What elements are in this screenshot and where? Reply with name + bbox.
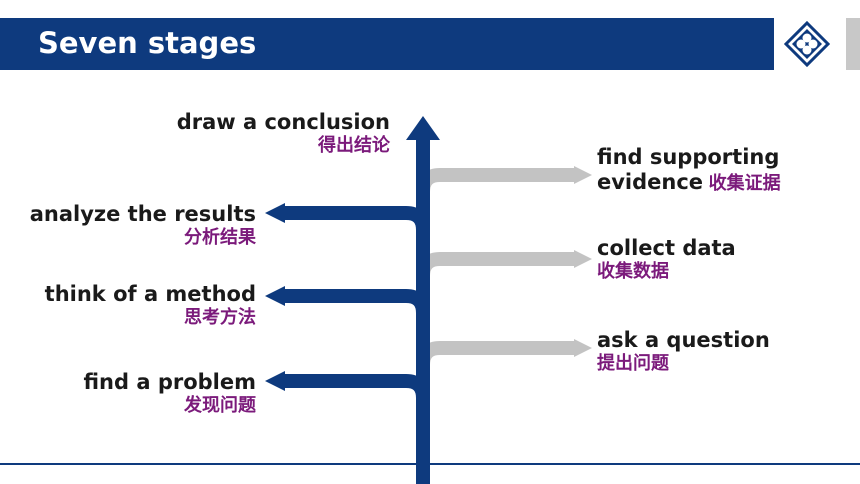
stage-analyze-zh: 分析结果 xyxy=(184,227,256,249)
stage-collect: collect data 收集数据 xyxy=(597,236,736,283)
stage-conclusion: draw a conclusion 得出结论 xyxy=(177,110,390,157)
main-trunk-arrow xyxy=(406,116,440,484)
stage-supporting-zh: 收集证据 xyxy=(708,173,781,195)
page-title: Seven stages xyxy=(38,26,257,60)
stage-supporting-en2: evidence xyxy=(597,170,704,195)
stage-collect-en: collect data xyxy=(597,236,736,260)
stage-method-zh: 思考方法 xyxy=(184,307,256,329)
stage-question: ask a question 提出问题 xyxy=(597,328,770,375)
bottom-rule xyxy=(0,463,860,465)
stage-problem-en: find a problem xyxy=(83,370,256,394)
header-side-tab xyxy=(846,18,860,70)
stage-conclusion-zh: 得出结论 xyxy=(318,135,390,157)
stage-problem: find a problem 发现问题 xyxy=(83,370,256,417)
stage-method-en: think of a method xyxy=(44,282,256,306)
stage-method: think of a method 思考方法 xyxy=(45,282,256,329)
stage-supporting: find supporting evidence 收集证据 xyxy=(597,145,781,195)
stage-collect-zh: 收集数据 xyxy=(597,261,669,283)
grey-branch-collect xyxy=(416,250,592,310)
navy-branch-method xyxy=(265,286,430,350)
stage-question-en: ask a question xyxy=(597,328,770,352)
grey-branch-supporting xyxy=(416,166,592,230)
grey-branch-question xyxy=(416,339,592,395)
stage-conclusion-en: draw a conclusion xyxy=(176,110,390,134)
stage-question-zh: 提出问题 xyxy=(597,353,669,375)
stage-supporting-en1: find supporting xyxy=(597,145,780,169)
stage-analyze: analyze the results 分析结果 xyxy=(30,202,256,249)
stage-analyze-en: analyze the results xyxy=(29,202,256,226)
stage-problem-zh: 发现问题 xyxy=(184,395,256,417)
navy-branch-problem xyxy=(265,371,430,440)
logo-icon xyxy=(784,21,830,67)
navy-branch-analyze xyxy=(265,203,430,270)
title-bar: Seven stages xyxy=(0,18,774,70)
